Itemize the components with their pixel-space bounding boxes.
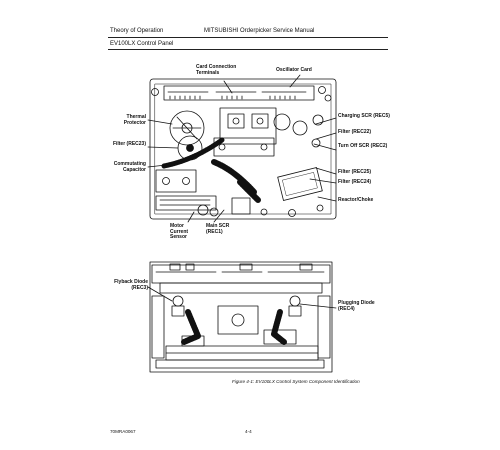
header-subsection: EV100LX Control Panel [110,41,174,47]
label-flyback-diode: Flyback Diode (REC3) [114,279,148,291]
label-filter-rec23: Filter (REC23) [112,141,146,147]
header-section: Theory of Operation [110,28,164,34]
footer-page-number: 4-4 [245,429,252,434]
header-rule [108,37,388,38]
label-plugging-diode: Plugging Diode (REC4) [338,300,375,312]
label-motor-current-sensor: Motor Current Sensor [170,223,189,241]
label-turn-off-scr: Turn Off SCR (REC2) [338,143,388,149]
label-oscillator-card: Oscillator Card [276,67,312,73]
label-commutating-capacitor: Commutating Capacitor [113,161,146,173]
figure-caption: Figure 4-1: EV100LX Control System Compo… [232,379,360,384]
label-filter-rec24: Filter (REC24) [338,179,372,185]
control-panel-drawing [149,78,337,220]
label-charging-scr: Charging SCR (REC5) [338,113,390,119]
header-manual-title: MITSUBISHI Orderpicker Service Manual [204,28,315,34]
label-filter-rec25: Filter (REC25) [338,169,372,175]
diode-assembly-drawing [149,261,333,373]
label-main-scr: Main SCR (REC1) [206,223,230,235]
label-thermal-protector: Thermal Protector [123,114,146,126]
label-filter-rec22: Filter (REC22) [338,129,372,135]
label-reactor-choke: Reactor/Choke [338,197,374,203]
footer-doc-id: 70MRA0067 [110,429,136,434]
label-card-connection-terminals: Card Connection Terminals [196,64,237,76]
subheader-rule [108,49,388,50]
